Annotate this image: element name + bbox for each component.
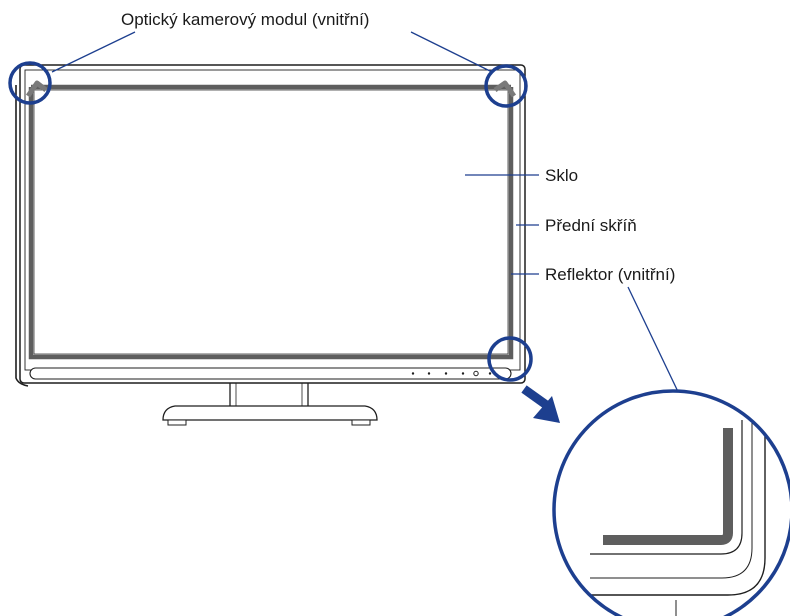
zoom-circle (552, 389, 790, 616)
front-cabinet (19, 64, 526, 384)
control-buttons (411, 370, 492, 377)
highlight-top-left (8, 61, 52, 105)
zoom-detail (552, 389, 790, 616)
button-dot (427, 372, 431, 375)
button-dot (411, 372, 415, 375)
power-led (488, 372, 492, 375)
label-reflector: Reflektor (vnitřní) (545, 265, 675, 284)
label-glass: Sklo (545, 166, 578, 185)
highlight-circles (8, 61, 533, 382)
callout-camera-right (410, 31, 493, 73)
button-dot (444, 372, 448, 375)
control-strip (29, 367, 512, 380)
reflector-frame (28, 87, 514, 360)
glass-panel (33, 89, 509, 355)
highlight-bottom-right (487, 336, 533, 382)
highlight-top-right (484, 64, 528, 108)
camera-module-right (493, 80, 517, 98)
callout-camera-left (51, 31, 136, 73)
button-dot (461, 372, 465, 375)
zoom-arrow-icon (521, 385, 560, 423)
monitor (15, 64, 526, 426)
monitor-back-shell (15, 85, 29, 387)
label-camera-module: Optický kamerový modul (vnitřní) (121, 10, 369, 29)
camera-module-left (25, 80, 48, 98)
monitor-stand-base (162, 405, 378, 426)
power-button (473, 370, 479, 377)
label-front-cabinet: Přední skříň (545, 216, 637, 235)
